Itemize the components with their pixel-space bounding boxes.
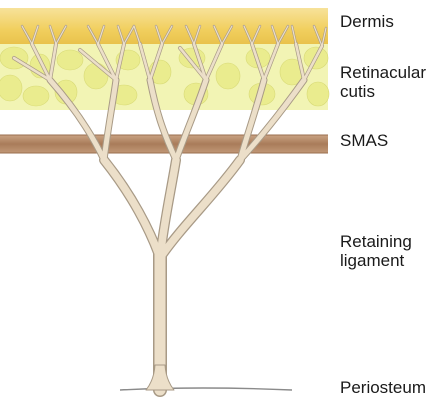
retinacular-cutis-label: Retinacular cutis bbox=[340, 63, 426, 101]
periosteum-line bbox=[119, 387, 293, 391]
retaining-ligament-tree bbox=[12, 24, 328, 397]
periosteum-label: Periosteum bbox=[340, 378, 426, 397]
retaining-ligament-label: Retaining ligament bbox=[340, 232, 412, 270]
smas-label: SMAS bbox=[340, 131, 389, 150]
dermis-label: Dermis bbox=[340, 12, 394, 31]
ligament-root bbox=[145, 364, 175, 391]
